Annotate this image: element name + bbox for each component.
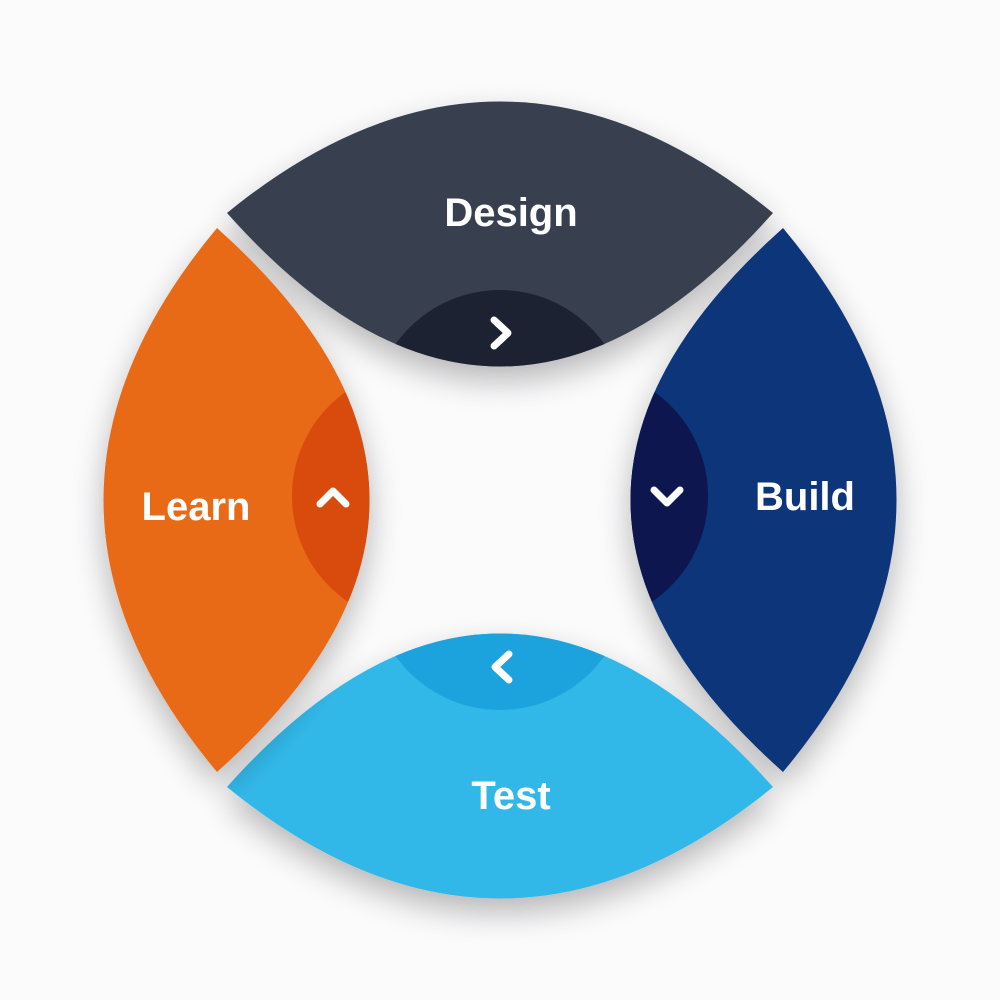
segment-design-inner (372, 290, 628, 367)
segment-test-inner (372, 633, 628, 710)
segment-learn-label: Learn (142, 485, 251, 529)
segment-build-label: Build (755, 475, 855, 519)
segment-build-shape (630, 228, 897, 772)
segment-test-shape (227, 633, 773, 899)
segment-design-shape (227, 101, 773, 367)
segment-test: Test (227, 633, 773, 899)
segment-design-label: Design (444, 191, 577, 235)
segment-learn-shape (103, 228, 370, 772)
segment-learn-inner (292, 368, 370, 624)
segment-test-label: Test (471, 774, 550, 818)
segment-build-inner (630, 368, 708, 624)
segment-build: Build (630, 228, 897, 772)
segment-design: Design (227, 101, 773, 367)
chevron-right-icon (490, 316, 512, 350)
chevron-left-icon (491, 650, 513, 684)
segment-learn: Learn (103, 228, 370, 772)
chevron-down-icon (650, 486, 684, 507)
chevron-up-icon (316, 487, 350, 508)
